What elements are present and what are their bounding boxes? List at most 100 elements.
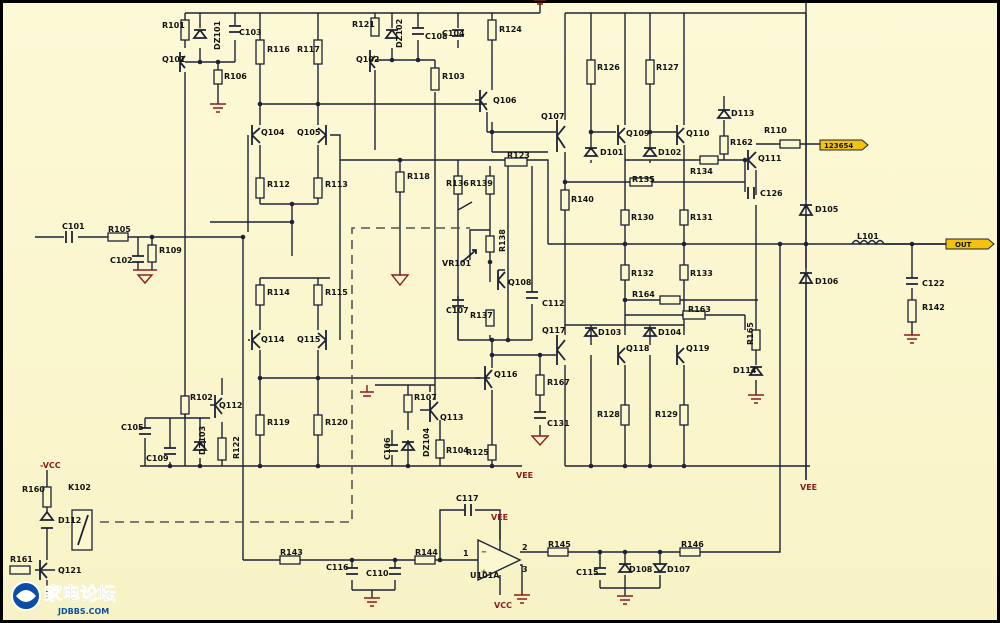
label-r167: R167 (547, 378, 570, 387)
label-r142: R142 (922, 303, 945, 312)
label-r165: R165 (746, 322, 755, 345)
port-123654: 123654 (819, 139, 869, 151)
label-r140: R140 (571, 195, 594, 204)
transistors (39, 50, 757, 580)
label-r143: R143 (280, 548, 303, 557)
label-r145: R145 (548, 540, 571, 549)
label-r160: R160 (22, 485, 45, 494)
label-q113: Q113 (440, 413, 464, 422)
label-c110: C110 (366, 569, 389, 578)
label-r122: R122 (232, 436, 241, 459)
label-r115: R115 (325, 288, 348, 297)
label-c106: C106 (383, 437, 392, 460)
label-q108: Q108 (508, 278, 532, 287)
label-neg-vcc: -VCC (40, 461, 61, 470)
label-r103: R103 (442, 72, 465, 81)
label-r146: R146 (681, 540, 704, 549)
port-123654-label: 123654 (824, 142, 853, 150)
port-out: OUT (945, 238, 995, 250)
label-q118: Q118 (626, 344, 650, 353)
label-d107: D107 (667, 565, 690, 574)
label-r138: R138 (498, 229, 507, 252)
label-vee-3: VEE (491, 513, 508, 522)
label-c122: C122 (922, 279, 945, 288)
label-r114: R114 (267, 288, 290, 297)
label-c105: C105 (121, 423, 144, 432)
label-dz104: DZ104 (422, 427, 431, 457)
label-pin-1: 1 (463, 549, 469, 558)
label-r104: R104 (446, 446, 469, 455)
label-c103: C103 (239, 28, 262, 37)
junction-dots (149, 57, 915, 563)
label-q106: Q106 (493, 96, 517, 105)
svg-text:+: + (481, 568, 487, 576)
label-c117: C117 (456, 494, 479, 503)
label-q102: Q102 (356, 55, 380, 64)
label-c112: C112 (542, 299, 565, 308)
label-r120: R120 (325, 418, 348, 427)
label-r137: R137 (470, 311, 493, 320)
label-r106: R106 (224, 72, 247, 81)
label-q107: Q107 (541, 112, 565, 121)
label-r164: R164 (632, 290, 655, 299)
diodes (39, 28, 814, 574)
label-dz101: DZ101 (213, 20, 222, 50)
relay-dashed-link (100, 201, 473, 523)
label-vr101: VR101 (442, 259, 471, 268)
label-r129: R129 (655, 410, 678, 419)
label-r144: R144 (415, 548, 438, 557)
watermark-name: 家电论坛 (44, 583, 116, 605)
opamp-u101a (477, 538, 522, 582)
label-d102: D102 (658, 148, 681, 157)
label-c115: C115 (576, 568, 599, 577)
label-pin-2: 2 (522, 543, 528, 552)
label-l101: L101 (857, 232, 879, 241)
label-r131: R131 (690, 213, 713, 222)
label-r102: R102 (190, 393, 213, 402)
label-q115: Q115 (297, 335, 321, 344)
label-r112: R112 (267, 180, 290, 189)
label-d113: D113 (731, 109, 754, 118)
svg-text:−: − (481, 548, 487, 556)
label-r126: R126 (597, 63, 620, 72)
label-c116: C116 (326, 563, 349, 572)
label-q109: Q109 (626, 129, 650, 138)
label-r123: R123 (507, 151, 530, 160)
label-r134: R134 (690, 167, 713, 176)
label-r132: R132 (631, 269, 654, 278)
label-r162: R162 (730, 138, 753, 147)
label-q101: Q101 (162, 55, 186, 64)
label-d105: D105 (815, 205, 839, 214)
label-r161: R161 (10, 555, 33, 564)
label-r124: R124 (499, 25, 522, 34)
label-q104: Q104 (261, 128, 285, 137)
label-r133: R133 (690, 269, 713, 278)
label-q105: Q105 (297, 128, 321, 137)
label-c109: C109 (146, 454, 169, 463)
label-r109: R109 (159, 246, 182, 255)
label-vee-1: VEE (516, 471, 533, 480)
watermark-url: JDBBS.COM (57, 607, 109, 616)
label-dz102: DZ102 (395, 19, 404, 48)
label-d108: D108 (629, 565, 653, 574)
label-u101a: U101A (470, 571, 500, 580)
component-labels: R101 DZ101 C103 Q101 R106 R116 R117 R121… (10, 19, 945, 610)
label-r125: R125 (466, 448, 489, 457)
label-c126: C126 (760, 189, 783, 198)
label-q119: Q119 (686, 344, 710, 353)
label-r139: R139 (470, 179, 493, 188)
capacitors (65, 25, 918, 575)
label-c107: C107 (446, 306, 469, 315)
label-c102: C102 (110, 256, 133, 265)
label-r135: R135 (632, 175, 655, 184)
label-vcc-bottom: VCC (494, 601, 512, 610)
label-c101: C101 (62, 222, 85, 231)
label-r118: R118 (407, 172, 430, 181)
label-r117: R117 (297, 45, 320, 54)
label-pin-3: 3 (522, 565, 528, 574)
label-r101: R101 (162, 21, 185, 30)
label-r110: R110 (764, 126, 787, 135)
label-r121: R121 (352, 20, 375, 29)
